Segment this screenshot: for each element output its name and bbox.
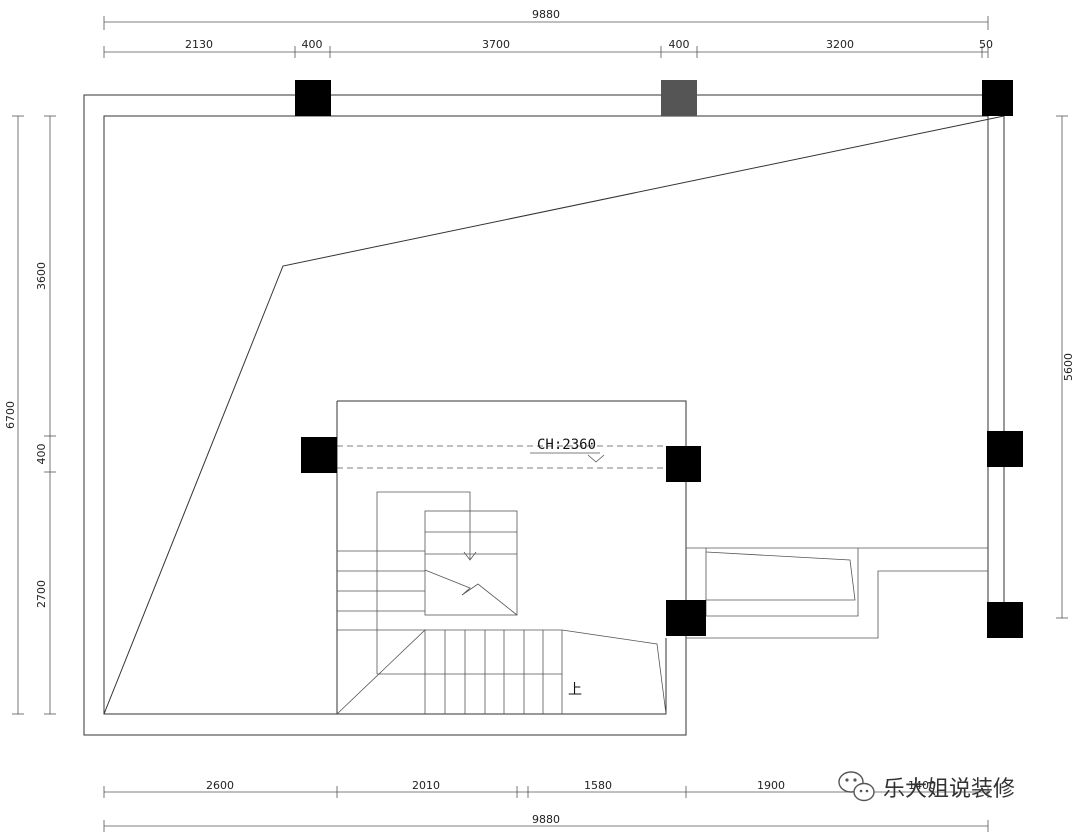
bottom-seg-2: 2010 [412,779,440,792]
left-segment-dimensions: 3600 400 2700 [35,115,56,715]
left-seg-1: 3600 [35,262,48,290]
top-seg-4: 400 [669,38,690,51]
top-seg-3: 3700 [482,38,510,51]
left-total-label: 6700 [4,401,17,429]
left-seg-2: 400 [35,444,48,465]
top-seg-2: 400 [302,38,323,51]
watermark-text: 乐大姐说装修 [883,777,1015,802]
right-dimension: 5600 [1056,115,1075,619]
left-seg-3: 2700 [35,580,48,608]
wechat-icon [838,771,875,802]
column-top-2 [661,80,697,116]
top-seg-1: 2130 [185,38,213,51]
top-seg-5: 3200 [826,38,854,51]
bottom-segment-dimensions: 2600 2010 1580 1900 1400 [103,779,989,798]
bottom-seg-5: 1400 [908,779,936,792]
stairwell: CH:2360 上 [336,437,667,715]
column-left-mid [301,437,337,473]
top-segment-dimensions: 2130 400 3700 400 3200 50 [103,38,993,58]
bottom-total-label: 9880 [532,813,560,826]
top-seg-6: 50 [979,38,993,51]
bottom-seg-3: 1580 [584,779,612,792]
bottom-total-dimension: 9880 [103,813,989,832]
slanted-partition [103,115,1005,715]
exterior-walls [83,94,1005,736]
watermark: 乐大姐说装修 [838,771,1015,802]
bottom-seg-4: 1900 [757,779,785,792]
stair-up-label: 上 [568,682,582,698]
ceiling-height-label: CH:2360 [537,437,596,453]
column-top-1 [295,80,331,116]
top-total-dimension: 9880 [103,8,989,30]
left-total-dimension: 6700 [4,115,24,715]
column-stair-lower [666,600,706,636]
bottom-seg-1: 2600 [206,779,234,792]
structural-columns [295,80,1023,638]
right-total-label: 5600 [1062,353,1075,381]
column-right-lower [987,602,1023,638]
column-stair-upper [666,446,701,482]
top-total-label: 9880 [532,8,560,21]
column-right-mid [987,431,1023,467]
right-annex [686,547,988,639]
column-top-3 [982,80,1013,116]
